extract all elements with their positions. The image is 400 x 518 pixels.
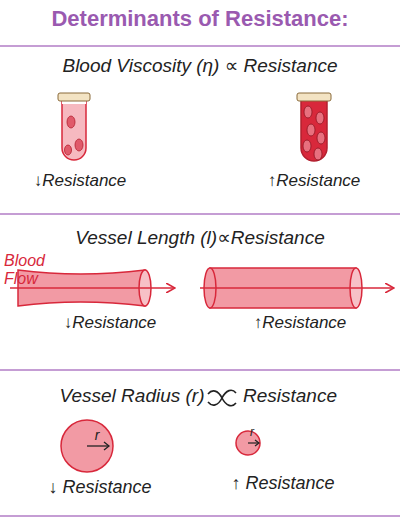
section-heading: Vessel Length (l)∝Resistance [75,228,324,249]
radius-label: r [95,428,100,443]
inverse-proportional-symbol [208,390,236,405]
divider-line [0,45,400,47]
divider-line [0,369,400,371]
small-vessel-cross-section [236,431,260,455]
flow-label: Blood Flow [4,252,54,287]
section-heading: Blood Viscosity (η) ∝ Resistance [62,56,337,77]
caption: ↓Resistance [64,314,157,333]
caption: ↓ Resistance [48,478,151,498]
large-vessel-cross-section [61,420,113,472]
divider-line [0,515,400,517]
title: Determinants of Resistance: [51,6,348,32]
radius-label: r [250,426,254,439]
caption: ↑ Resistance [231,474,334,494]
test-tube-low-viscosity [58,93,90,160]
section-heading: Resistance [243,386,337,407]
long-vessel [200,268,394,308]
test-tube-high-viscosity [297,93,331,161]
caption: ↑Resistance [268,172,361,191]
radius-arrowhead [104,442,109,450]
divider-line [0,213,400,215]
caption: ↑Resistance [254,314,347,333]
caption: ↓Resistance [34,172,127,191]
section-heading: Vessel Radius (r) [59,386,204,407]
